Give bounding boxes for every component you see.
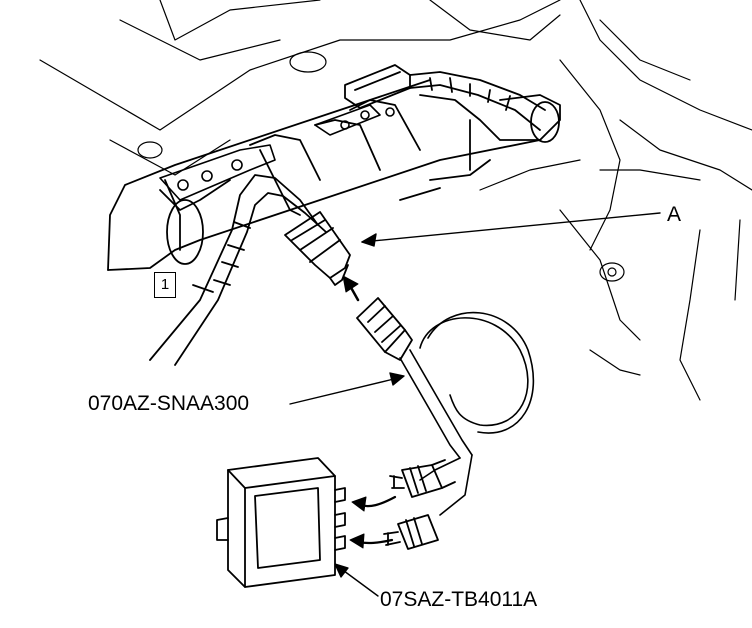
test-harness-cable (399, 311, 535, 516)
vehicle-body-outline (39, 0, 752, 401)
banana-plug-upper (389, 459, 456, 498)
test-harness-connector (356, 297, 413, 361)
tool-a-leader (289, 372, 405, 405)
callout-label-a: A (667, 203, 682, 226)
connector-a (284, 211, 351, 286)
steering-column (107, 79, 561, 271)
vehicle-harness (149, 174, 327, 366)
connect-arrow (342, 275, 360, 302)
column-bracket (159, 104, 395, 201)
tool-label-test-box: 07SAZ-TB4011A (380, 588, 538, 611)
callout-a-leader (361, 212, 661, 247)
step-number-badge: 1 (154, 272, 176, 298)
tool-label-harness: 070AZ-SNAA300 (88, 392, 250, 415)
test-box (216, 457, 346, 588)
banana-plug-lower (383, 514, 439, 550)
tool-b-leader (334, 563, 379, 597)
upper-connector (344, 64, 546, 131)
insert-arrow-lower (349, 533, 394, 549)
insert-arrow-upper (351, 495, 397, 512)
